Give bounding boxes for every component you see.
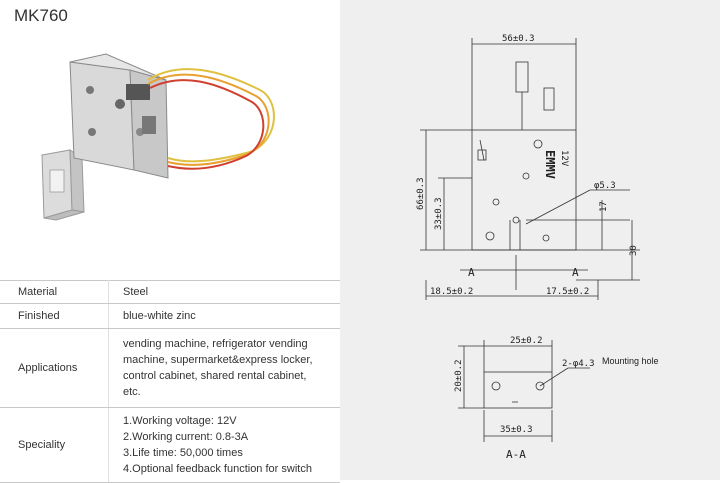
lock-body-image [69,53,169,179]
product-model-title: MK760 [14,6,68,25]
dim-height-body: 33±0.3 [434,197,444,230]
dim-left-offset: 18.5±0.2 [430,287,473,297]
spec-value: 1.Working voltage: 12V 2.Working current… [108,407,340,483]
spec-key: Material [0,280,109,304]
dim-30: 30 [629,245,639,256]
dim-bracket-holes: 2-φ4.3 [562,359,595,369]
spec-table: Material Steel Finished blue-white zinc … [0,280,340,483]
product-photo [41,53,275,221]
speciality-line: 2.Working current: 0.8-3A [123,431,249,443]
body-brand-label: EMMV [543,150,557,179]
spec-value: vending machine, refrigerator vending ma… [108,328,340,408]
spec-key: Speciality [0,407,109,483]
dim-hole-dia: φ5.3 [594,181,616,191]
spec-key: Finished [0,303,109,329]
body-voltage-label: 12V [559,150,569,167]
dim-width-top: 56±0.3 [502,34,535,44]
drawing-labels: 56±0.3 66±0.3 33±0.3 φ5.3 17 30 18.5±0.2… [416,34,659,461]
section-mark-right: A [572,266,579,279]
product-panel: MK760 Material [0,0,340,483]
spec-row-finished: Finished blue-white zinc [0,303,340,329]
dim-height-total: 66±0.3 [416,177,426,210]
spec-row-speciality: Speciality 1.Working voltage: 12V 2.Work… [0,407,340,483]
wires-image [147,68,275,170]
dim-bracket-width-bottom: 35±0.3 [500,425,533,435]
technical-drawing-panel: 56±0.3 66±0.3 33±0.3 φ5.3 17 30 18.5±0.2… [340,0,720,480]
dim-bracket-height: 20±0.2 [454,359,464,392]
spec-row-applications: Applications vending machine, refrigerat… [0,328,340,408]
speciality-line: 4.Optional feedback function for switch [123,463,312,475]
spec-value: Steel [108,280,340,304]
dim-bracket-width-top: 25±0.2 [510,336,543,346]
dim-17: 17 [599,201,609,212]
technical-drawing: 56±0.3 66±0.3 33±0.3 φ5.3 17 30 18.5±0.2… [416,34,659,461]
spec-value: blue-white zinc [108,303,340,329]
section-label: A-A [506,448,526,461]
spec-key: Applications [0,328,109,408]
bracket-image [41,149,85,221]
dim-right-offset: 17.5±0.2 [546,287,589,297]
section-mark-left: A [468,266,475,279]
spec-row-material: Material Steel [0,280,340,304]
speciality-line: 3.Life time: 50,000 times [123,447,243,459]
speciality-line: 1.Working voltage: 12V [123,415,237,427]
mounting-hole-label: Mounting hole [602,356,659,366]
